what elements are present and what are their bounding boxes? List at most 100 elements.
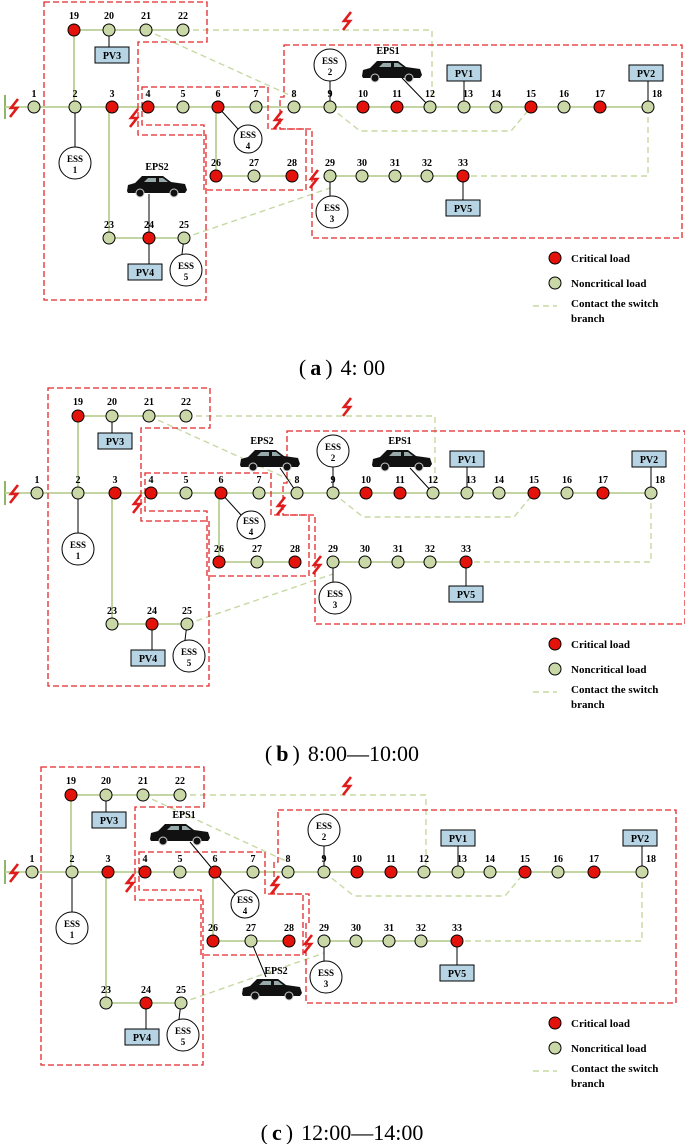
node-label: 7 xyxy=(251,854,256,865)
pv-box xyxy=(130,649,166,667)
node-label: 16 xyxy=(562,475,572,486)
noncritical-load-node xyxy=(142,409,156,423)
ess-number: 1 xyxy=(73,165,78,175)
node-label: 4 xyxy=(143,854,148,865)
contact-branch-18-33 xyxy=(457,872,643,942)
legend-contact-label-2: branch xyxy=(571,699,605,711)
noncritical-load-node xyxy=(423,100,437,114)
critical-load-node xyxy=(108,486,122,500)
critical-load-node xyxy=(450,934,464,948)
node-label: 4 xyxy=(149,475,154,486)
noncritical-load-node xyxy=(102,23,116,37)
node-label: 3 xyxy=(113,475,118,486)
car-window xyxy=(259,981,283,985)
fault-icon xyxy=(308,169,320,189)
ess-word: ESS xyxy=(318,968,334,978)
node-label: 6 xyxy=(216,89,221,100)
island-3 xyxy=(279,44,683,239)
ess-circle xyxy=(236,510,266,540)
node-label: 13 xyxy=(466,475,476,486)
car-wheel xyxy=(284,991,294,1001)
car-window xyxy=(257,452,281,456)
contact-branch-22-12 xyxy=(180,794,427,872)
node-label: 18 xyxy=(652,89,662,100)
node-label: 21 xyxy=(138,776,148,787)
ess-word: ESS xyxy=(70,540,86,550)
critical-load-node xyxy=(524,100,538,114)
pv-box xyxy=(127,263,163,281)
fault-icon xyxy=(8,98,20,118)
car-wheel xyxy=(192,836,202,846)
pv-label: PV1 xyxy=(449,834,467,845)
fault-icon xyxy=(131,494,143,514)
critical-load-node xyxy=(212,555,226,569)
noncritical-load-node xyxy=(99,788,113,802)
car-wheel xyxy=(414,462,424,472)
caption-paren_close: ) xyxy=(325,355,332,380)
critical-load-node xyxy=(356,100,370,114)
panel-caption: (c)12:00—14:00 xyxy=(261,1120,424,1144)
node-label: 1 xyxy=(30,854,35,865)
noncritical-load-node xyxy=(136,788,150,802)
noncritical-load-node xyxy=(281,865,295,879)
node-label: 15 xyxy=(529,475,539,486)
critical-load-node xyxy=(138,865,152,879)
contact-branch-22-12 xyxy=(183,29,433,107)
node-label: 29 xyxy=(325,158,335,169)
node-label: 19 xyxy=(66,776,76,787)
pv-box xyxy=(631,450,667,468)
critical-load-node xyxy=(141,100,155,114)
pv-box xyxy=(97,432,133,450)
node-label: 10 xyxy=(352,854,362,865)
ess-word: ESS xyxy=(327,589,343,599)
legend-noncritical-label: Noncritical load xyxy=(571,1043,646,1055)
ess-word: ESS xyxy=(240,130,256,140)
eps1-label: EPS1 xyxy=(172,810,195,821)
pv-box xyxy=(91,811,127,829)
eps1-label: EPS1 xyxy=(388,436,411,447)
node-label: 2 xyxy=(76,475,81,486)
node-label: 21 xyxy=(144,397,154,408)
car-wheel xyxy=(404,73,414,83)
noncritical-load-node xyxy=(457,100,471,114)
legend-noncritical-label: Noncritical load xyxy=(571,664,646,676)
pv-label: PV3 xyxy=(103,51,121,62)
island-2 xyxy=(138,851,304,956)
ess-number: 2 xyxy=(322,832,327,842)
contact-branch-18-33 xyxy=(466,493,652,563)
pv-label: PV5 xyxy=(457,590,475,601)
noncritical-load-node xyxy=(641,100,655,114)
ess-circle xyxy=(233,124,263,154)
noncritical-load-node xyxy=(317,865,331,879)
legend-noncritical-swatch xyxy=(548,662,562,676)
caption-time: 12:00—14:00 xyxy=(301,1120,423,1144)
node-label: 26 xyxy=(208,923,218,934)
node-label: 14 xyxy=(491,89,501,100)
island-1 xyxy=(43,1,208,301)
car-body xyxy=(372,450,432,467)
node-label: 33 xyxy=(452,923,462,934)
noncritical-load-node xyxy=(249,100,263,114)
noncritical-load-node xyxy=(30,486,44,500)
contact-branch-9-15 xyxy=(329,106,532,132)
ess-circle xyxy=(55,911,89,945)
critical-load-node xyxy=(393,486,407,500)
pv-label: PV3 xyxy=(100,816,118,827)
node-label: 22 xyxy=(178,11,188,22)
node-label: 6 xyxy=(213,854,218,865)
node-label: 13 xyxy=(457,854,467,865)
noncritical-load-node xyxy=(414,934,428,948)
pv-box xyxy=(124,1028,160,1046)
node-label: 20 xyxy=(101,776,111,787)
pv-label: PV2 xyxy=(631,834,649,845)
node-label: 14 xyxy=(494,475,504,486)
eps2-label: EPS2 xyxy=(145,162,168,173)
node-label: 27 xyxy=(249,158,259,169)
node-label: 23 xyxy=(101,985,111,996)
critical-load-node xyxy=(390,100,404,114)
node-label: 30 xyxy=(357,158,367,169)
ess-word: ESS xyxy=(237,895,253,905)
island-3 xyxy=(282,430,685,625)
node-label: 15 xyxy=(526,89,536,100)
noncritical-load-node xyxy=(426,486,440,500)
